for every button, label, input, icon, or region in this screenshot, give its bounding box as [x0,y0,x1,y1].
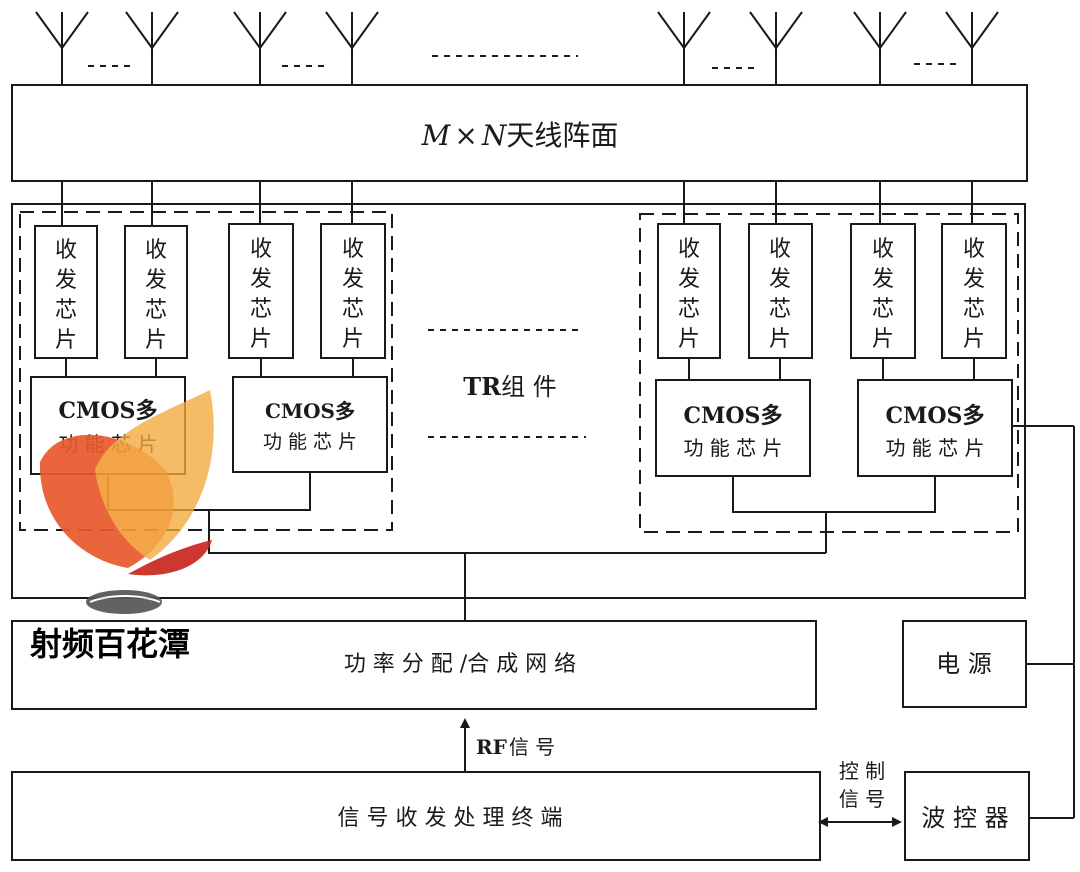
beam-controller-box [904,771,1030,861]
signal-terminal-box [11,771,821,861]
antenna-icon [125,11,179,85]
cmos-chip: CMOS多 功 能 芯 片 [857,379,1013,477]
svg-text:芯: 芯 [872,297,894,322]
logo-petal-amber [95,390,214,560]
antenna-icon [35,11,89,85]
svg-text:片: 片 [872,327,894,352]
svg-text:芯: 芯 [55,298,77,323]
antenna-ellipsis-marks [88,55,958,69]
svg-text:CMOS多: CMOS多 [886,403,985,429]
antenna-icon [749,11,803,85]
antenna-icon [945,11,999,85]
rf-signal-text: 信 号 [509,735,555,759]
watermark-text: 射频百花潭 [29,625,190,663]
svg-text:发: 发 [963,267,985,292]
svg-text:功 能 芯 片: 功 能 芯 片 [885,436,984,460]
tr-module-label: TR组 件 [463,372,556,401]
antenna-array-n: N [481,119,508,152]
svg-text:芯: 芯 [963,297,985,322]
signal-terminal-label: 信 号 收 发 处 理 终 端 [338,806,563,831]
svg-text:收: 收 [250,237,272,262]
svg-text:片: 片 [250,327,272,352]
power-network-label: 功 率 分 配 /合 成 网 络 [344,652,576,677]
tr-module-box [11,203,1026,599]
transceiver-chip: 收 发 芯 片 [34,225,98,359]
power-network-box [11,620,817,710]
svg-text:功 能 芯 片: 功 能 芯 片 [683,436,782,460]
antenna-icon [657,11,711,85]
control-signal-label-line1: 控 制 [839,759,885,783]
transceiver-chip: 收 发 芯 片 [320,223,386,359]
svg-text:片: 片 [342,327,364,352]
tr-group-right [639,213,1019,533]
svg-text:CMOS多: CMOS多 [59,398,158,424]
antenna-array-text: 天线阵面 [506,119,618,152]
cmos-chip: CMOS多 功 能 芯 片 [655,379,811,477]
transceiver-chip: 收 发 芯 片 [850,223,916,359]
svg-text:片: 片 [55,328,77,353]
transceiver-chip: 收 发 芯 片 [657,223,721,359]
svg-text:片: 片 [678,327,700,352]
svg-text:收: 收 [678,237,700,262]
antenna-icon [853,11,907,85]
svg-text:发: 发 [55,268,77,293]
power-supply-box [902,620,1027,708]
transceiver-chip: 收 发 芯 片 [941,223,1007,359]
transceiver-chip: 收 发 芯 片 [124,225,188,359]
transceiver-chip: 收 发 芯 片 [228,223,294,359]
tr-module-text: 组 件 [501,373,557,401]
svg-text:发: 发 [872,267,894,292]
antenna-array-m: M [421,119,452,152]
transceiver-chip: 收 发 芯 片 [748,223,813,359]
svg-text:功 能 芯 片: 功 能 芯 片 [263,431,357,453]
svg-text:收: 收 [963,237,985,262]
rf-signal-abbr: RF [476,735,507,759]
svg-text:收: 收 [342,237,364,262]
power-control-bus [1012,425,1075,819]
antenna-icons [35,11,999,85]
svg-text:片: 片 [769,327,791,352]
antenna-array-label: M×N天线阵面 [421,119,619,152]
tr-group-left [19,211,393,531]
svg-text:CMOS多: CMOS多 [684,403,783,429]
svg-text:片: 片 [963,327,985,352]
beam-controller-label: 波 控 器 [921,804,1008,832]
svg-text:收: 收 [55,238,77,263]
svg-text:芯: 芯 [769,297,791,322]
svg-text:CMOS多: CMOS多 [265,399,355,423]
svg-text:发: 发 [678,267,700,292]
chip-to-cmos-links [65,358,975,380]
antenna-icon [325,11,379,85]
power-supply-label: 电 源 [936,650,992,678]
svg-text:芯: 芯 [678,297,700,322]
watermark-logo [39,390,214,614]
svg-text:发: 发 [250,267,272,292]
svg-text:芯: 芯 [145,298,167,323]
svg-text:发: 发 [769,267,791,292]
svg-text:芯: 芯 [342,297,364,322]
logo-disc [86,590,162,614]
cmos-chip: CMOS多 功 能 芯 片 [232,376,388,473]
svg-text:收: 收 [145,238,167,263]
antenna-array-box [11,84,1028,182]
svg-text:发: 发 [145,268,167,293]
control-signal-label-line2: 信 号 [839,787,885,811]
antenna-array-times: × [454,119,477,152]
svg-text:片: 片 [145,328,167,353]
svg-text:发: 发 [342,267,364,292]
logo-petal-red [128,540,212,576]
antenna-icon [233,11,287,85]
svg-text:收: 收 [872,237,894,262]
tr-module-abbr: TR [463,372,502,401]
svg-text:收: 收 [769,237,791,262]
svg-text:芯: 芯 [250,297,272,322]
